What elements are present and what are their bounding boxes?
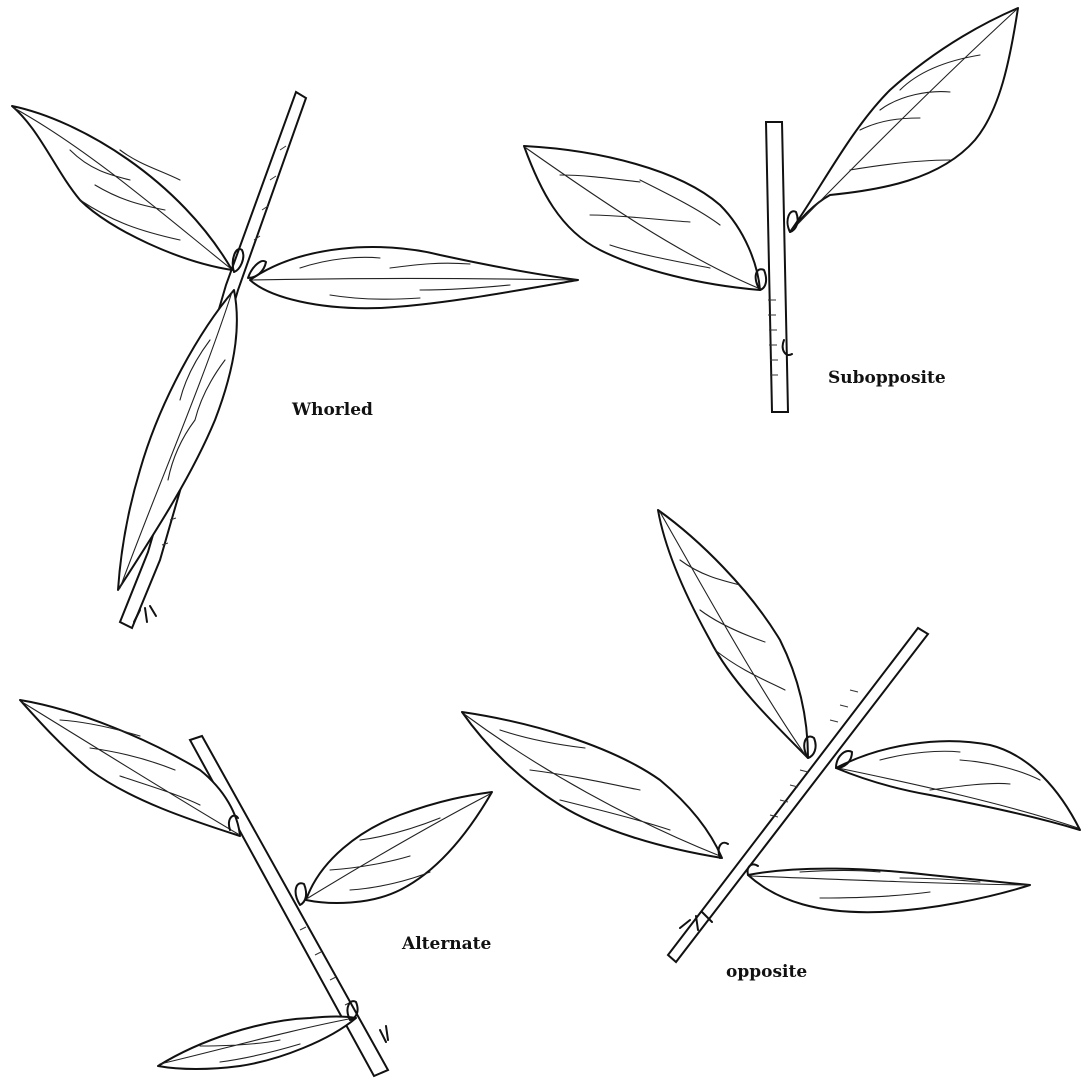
subopposite-leaf-right xyxy=(790,8,1018,232)
whorled-label: Whorled xyxy=(292,400,373,420)
alternate-illustration xyxy=(20,700,492,1076)
subopposite-illustration xyxy=(524,8,1018,412)
alternate-label: Alternate xyxy=(402,934,491,954)
subopposite-stem xyxy=(766,122,788,412)
whorled-leaf-upper-left xyxy=(12,106,232,270)
alternate-leaf-middle-right xyxy=(306,792,492,903)
opposite-label: opposite xyxy=(726,962,807,982)
whorled-leaf-right xyxy=(250,247,578,308)
alternate-leaf-lower xyxy=(158,1017,356,1070)
opposite-leaf-left xyxy=(462,712,722,858)
opposite-illustration xyxy=(462,510,1080,962)
opposite-leaf-lower-right xyxy=(748,869,1030,913)
subopposite-label: Subopposite xyxy=(828,368,946,388)
whorled-illustration xyxy=(12,92,578,628)
